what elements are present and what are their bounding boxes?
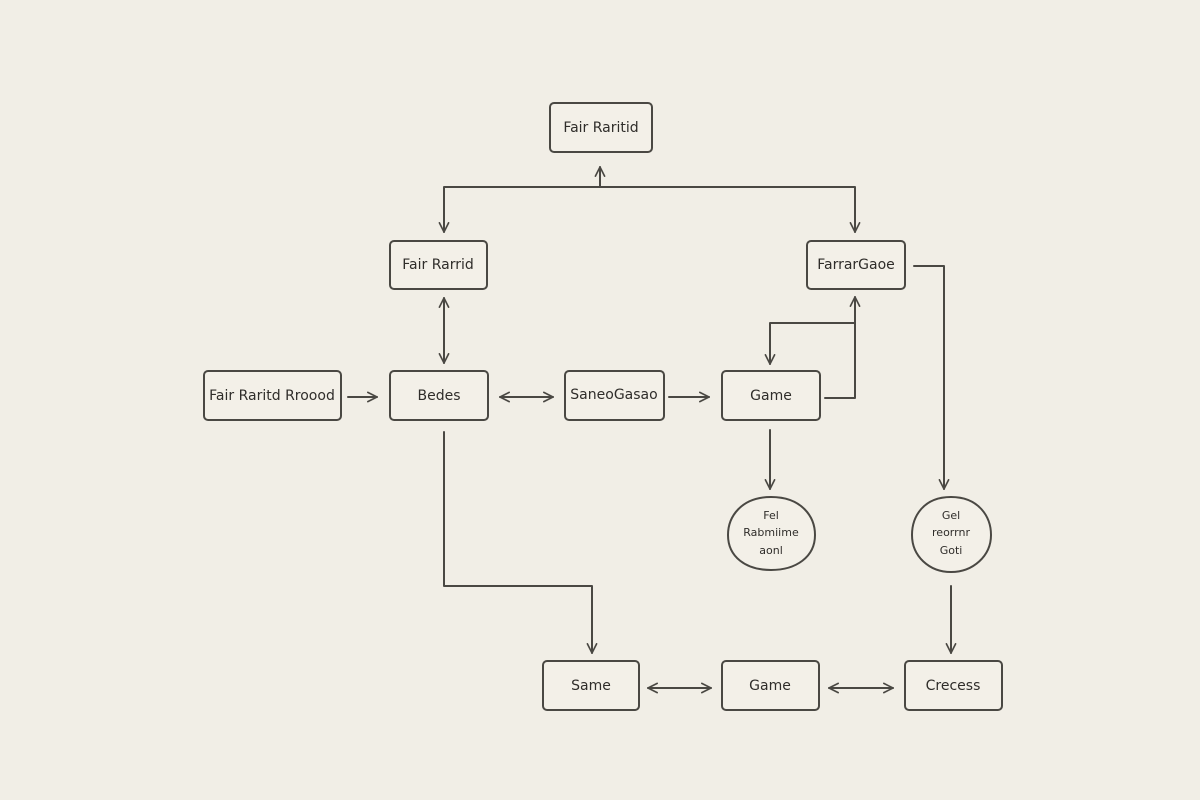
edge-bedes-to-bottom-left [443,431,598,654]
node-top-label: Fair Raritid [563,120,638,136]
node-left-mid: Fair Rarrid [389,240,488,290]
node-blob-right: Gel reorrnr Goti [910,495,993,574]
node-blob-right-line-2: reorrnr [932,526,970,539]
node-bottom-mid: Game [721,660,820,711]
node-bottom-mid-label: Game [749,678,791,694]
node-bottom-left: Same [542,660,640,711]
node-bottom-left-label: Same [571,678,611,694]
node-bottom-right: Crecess [904,660,1003,711]
node-start: Fair Raritd Rroood [203,370,342,421]
node-bottom-right-label: Crecess [926,678,981,694]
node-blob-left-line-2: Rabmiime [743,526,799,539]
node-right-mid: FarrarGaoe [806,240,906,290]
node-blob-left-line-1: Fel [763,509,779,522]
node-bedes: Bedes [389,370,489,421]
edge-game-to-right-mid [824,296,861,399]
edge-branch-to-right-mid [599,186,861,233]
node-start-label: Fair Raritd Rroood [209,388,335,404]
node-game-mid: Game [721,370,821,421]
node-blob-right-line-1: Gel [942,509,960,522]
node-top: Fair Raritid [549,102,653,153]
edge-right-mid-to-blob-right [913,265,950,490]
node-bedes-label: Bedes [417,388,460,404]
node-left-mid-label: Fair Rarrid [402,257,473,273]
node-middle: SaneoGasao [564,370,665,421]
node-right-mid-label: FarrarGaoe [817,257,895,273]
node-middle-label: SaneoGasao [570,387,657,403]
node-game-mid-label: Game [750,388,792,404]
edges [347,166,957,694]
node-blob-right-line-3: Goti [940,544,963,557]
node-blob-left: Fel Rabmiime aonl [726,495,817,572]
edge-loop-to-game [764,322,856,365]
node-blob-left-line-3: aonl [759,544,783,557]
edge-branch-to-left-mid [438,186,601,233]
